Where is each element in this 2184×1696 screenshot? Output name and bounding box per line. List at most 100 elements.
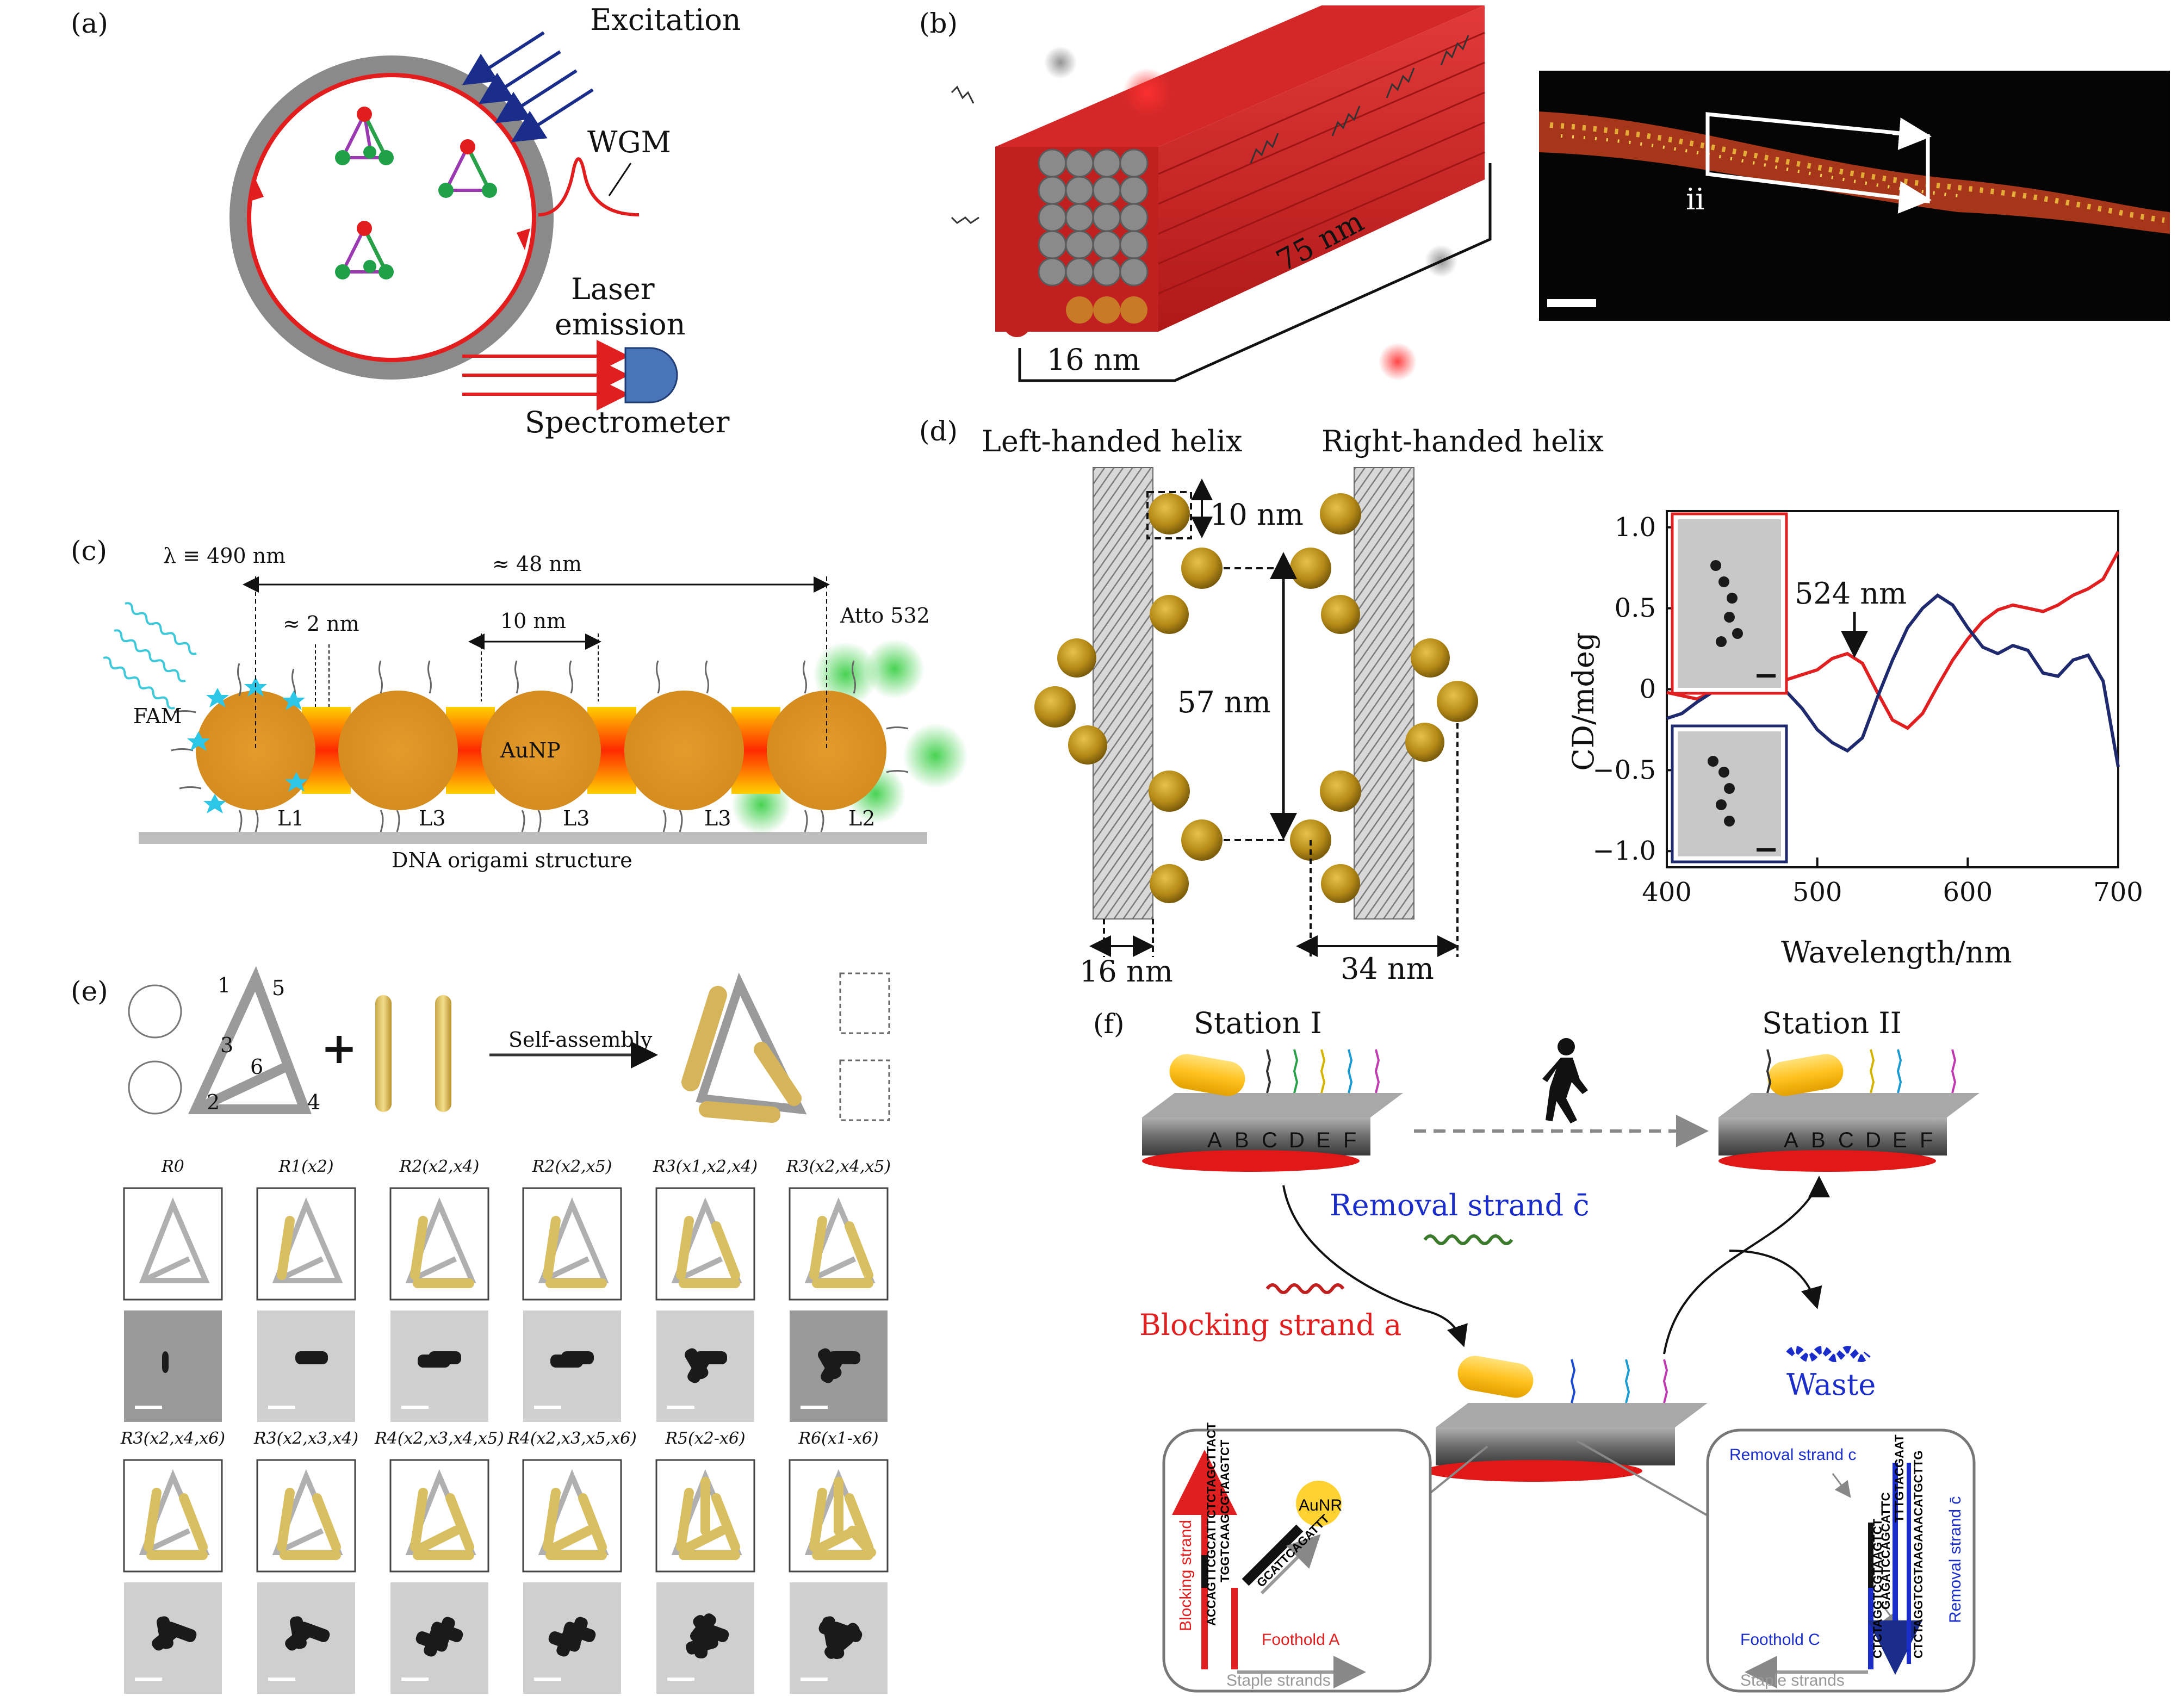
edge-5: 5 [272, 976, 285, 1000]
tem-rod [685, 1348, 709, 1380]
station1-foothold-f: F [1343, 1128, 1356, 1152]
foothold-c-label: Foothold C [1740, 1631, 1820, 1649]
total-length-label: ≈ 48 nm [492, 552, 582, 576]
track-station-2: A B C D E F [1718, 1049, 1980, 1172]
inset-right-scalebar [1757, 848, 1776, 852]
origami-bundle [951, 5, 1485, 337]
edge-2: 2 [207, 1090, 220, 1114]
aunr-particle [1296, 1481, 1342, 1526]
spectrometer-label: Spectrometer [525, 405, 730, 439]
station-2-label: Station II [1762, 1006, 1902, 1040]
seq-right-1: CTCTAGGTCGTAAGTCT [1871, 1518, 1884, 1658]
tem-scalebar [534, 1678, 561, 1681]
roi-arrow-bottom [1892, 181, 1932, 214]
tem-scalebar [667, 1678, 694, 1681]
station1-foothold-d: D [1289, 1128, 1305, 1152]
inset-left-tem [1678, 519, 1781, 688]
xtick-label: 700 [2093, 877, 2143, 908]
fluorophore-red-2 [1379, 343, 1417, 381]
panel-d: (d) Left-handed helix Right-handed helix… [919, 415, 2143, 989]
gold-rod [711, 1493, 740, 1552]
station2-foothold-a: A [1784, 1128, 1798, 1152]
ytick-label: 1.0 [1615, 512, 1656, 543]
gold-rod [676, 1488, 694, 1552]
tem-rod [550, 1355, 583, 1368]
tem-image [257, 1310, 355, 1422]
gold-rod [578, 1493, 607, 1552]
gold-rod [845, 1221, 873, 1280]
roi-arrow-top [1892, 117, 1932, 150]
blocking-strand-icon [1265, 1283, 1345, 1294]
seq-left-1: ACCAGTTCGCATTCTCTAGCTTACT [1205, 1422, 1218, 1626]
linker-label-5: L2 [848, 806, 875, 830]
gold-rod [179, 1493, 208, 1552]
structure-label: R4(x2,x3,x5,x6) [507, 1429, 637, 1448]
zoom-box-right [1706, 1428, 1976, 1693]
tem-scalebar [534, 1406, 561, 1409]
chart-ylabel: CD/mdeg [1566, 632, 1600, 771]
tem-rod [157, 1616, 173, 1649]
structure-label: R3(x2,x3,x4) [253, 1429, 358, 1448]
helix-width-label: 34 nm [1341, 952, 1434, 986]
gold-rod [711, 1221, 740, 1280]
gold-nanorod-2 [435, 995, 451, 1112]
gold-rod [410, 1488, 428, 1552]
gold-rod [551, 1526, 593, 1552]
left-helix-aunps [1034, 493, 1223, 903]
tetrahedron-probes [335, 107, 497, 279]
station1-foothold-c: C [1262, 1128, 1277, 1152]
fluorophore-red-glow [1123, 68, 1172, 117]
left-helix-bundle [1093, 467, 1153, 920]
removal-cbar-vertical-label: Removal strand c̄ [1946, 1496, 1964, 1623]
tem-rod [830, 1623, 860, 1650]
cross-section-2 [128, 1060, 182, 1115]
inset-left-scalebar [1757, 674, 1776, 678]
edge-6: 6 [250, 1055, 263, 1079]
panel-c-tag: (c) [71, 535, 107, 567]
cycle-arrow-up [1663, 1176, 1830, 1355]
tem-scalebar [135, 1678, 162, 1681]
blocking-vertical-label: Blocking strand a [1177, 1506, 1195, 1631]
gold-rod [809, 1216, 827, 1280]
right-helix-aunps [1290, 493, 1478, 903]
scale-bar [1547, 299, 1596, 307]
aunp-label: AuNP [500, 738, 561, 762]
walking-person-icon [1542, 1038, 1588, 1123]
panel-e-tag: (e) [71, 976, 108, 1007]
excitation-rays [462, 31, 594, 142]
inset-right-particles [1708, 756, 1735, 827]
wavelength-label: λ ≡ 490 nm [163, 544, 286, 568]
spectrometer-icon [624, 347, 678, 403]
atto-glow-2 [865, 639, 925, 699]
cross-section-1 [128, 984, 182, 1039]
tem-rod [418, 1355, 450, 1368]
excitation-label: Excitation [590, 3, 741, 37]
gold-rod [144, 1488, 162, 1552]
tem-rod [435, 1617, 455, 1649]
cycle-arrow-down [1282, 1185, 1468, 1347]
tem-scalebar [801, 1406, 828, 1409]
structure-label: R3(x2,x4,x5) [786, 1157, 891, 1176]
xtick-label: 500 [1792, 877, 1842, 908]
xtick-label: 600 [1943, 877, 1993, 908]
station1-foothold-b: B [1234, 1128, 1249, 1152]
staple-right-label: Staple strands [1740, 1672, 1845, 1689]
station2-foothold-f: F [1920, 1128, 1933, 1152]
structure-label: R5(x2-x6) [665, 1429, 745, 1448]
tem-scalebar [801, 1678, 828, 1681]
tem-scalebar [268, 1406, 295, 1409]
laser-label-2: emission [555, 307, 685, 341]
foothold-a-label: Foothold A [1262, 1631, 1339, 1649]
tem-scalebar [667, 1406, 694, 1409]
bundle-width-label-d: 16 nm [1079, 954, 1173, 989]
right-helix-bundle [1354, 467, 1414, 920]
tem-image [124, 1310, 222, 1422]
tem-rod [567, 1617, 588, 1649]
wgm-mode-ring [247, 73, 536, 362]
gold-rod [684, 1526, 727, 1552]
plus-sign: + [321, 1022, 357, 1073]
bundle-width-label: 16 nm [1047, 343, 1140, 377]
structure-label: R2(x2,x4) [399, 1157, 480, 1176]
seq-right-3: TTTGTACGAAT [1893, 1434, 1906, 1523]
